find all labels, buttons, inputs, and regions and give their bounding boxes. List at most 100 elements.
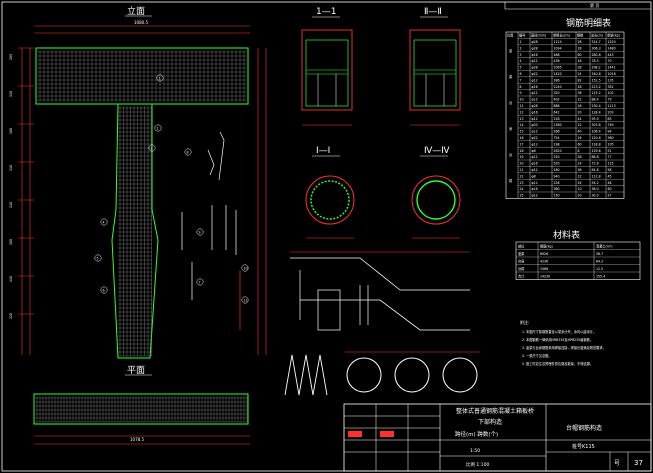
rebar-table-cell: φ22	[532, 72, 538, 76]
rebar-table-cell: 352	[608, 85, 614, 89]
rebar-table-cell: φ12	[532, 98, 538, 102]
bar-callout-label: 9	[199, 230, 201, 234]
rebar-table-cell: 45	[608, 174, 612, 178]
drawing-part: 下部构造	[478, 418, 502, 426]
rebar-table-cell: 226	[554, 181, 560, 185]
cap-beam	[35, 47, 249, 105]
rebar-table-cell: φ28	[532, 40, 538, 44]
view-title-section-3: Ⅰ—Ⅰ	[316, 146, 330, 156]
rebar-table-cell: 58	[608, 168, 612, 172]
rebar-table-cell: φ12	[532, 155, 538, 159]
rebar-table-cell: 36	[578, 91, 582, 95]
rebar-table-cell: 642	[554, 110, 560, 114]
rebar-table-cell: 886	[554, 104, 560, 108]
note-line: 5. 施工时应注意预埋件的位置及数量，不得遗漏。	[522, 361, 593, 366]
rebar-table-cell: 203	[608, 110, 614, 114]
section-4-circle	[411, 175, 461, 225]
rebar-table-cell: 24	[578, 181, 582, 185]
rebar-table-cell: φ12	[532, 142, 538, 146]
rebar-table-cell: 38.0	[592, 187, 599, 191]
rebar-table-cell: 1094	[554, 46, 562, 50]
rebar-table-cell: 520	[554, 162, 560, 166]
rebar-table-cell: 27	[608, 194, 612, 198]
rebar-table-cell: 340.8	[592, 72, 601, 76]
material-table-header: 部位	[518, 243, 525, 248]
rebar-table-cell: 22	[578, 98, 582, 102]
plan-slab	[33, 393, 249, 425]
rebar-table-cell: 24	[520, 187, 524, 191]
rebar-table-cell: φ8	[532, 149, 536, 153]
bar-callout-bubble	[156, 74, 164, 82]
rebar-table-cell: 3	[520, 53, 522, 57]
rebar-table-cell: φ12	[532, 117, 538, 121]
rebar-table-cell: 8	[520, 85, 522, 89]
view-title-section-4: Ⅳ—Ⅳ	[424, 146, 450, 156]
rebar-table-header: 直径(mm)	[531, 33, 546, 38]
rebar-table-cell: φ28	[532, 104, 538, 108]
rebar-table-cell: 1240	[554, 85, 562, 89]
rebar-table-cell: 303.6	[592, 123, 601, 127]
rebar-table-cell: 1	[520, 40, 522, 44]
rebar-table-cell: 16	[520, 136, 524, 140]
rebar-table-cell: 1065	[554, 66, 562, 70]
rebar-table-cell: 266	[554, 130, 560, 134]
rebar-table-cell: 150	[554, 194, 560, 198]
spiral-bar-detail	[284, 354, 328, 396]
rebar-table-cell: 72.8	[592, 162, 599, 166]
rebar-table-cell: 118.8	[592, 142, 601, 146]
rebar-table-cell: 128.4	[592, 110, 601, 114]
rebar-table-cell: 28	[578, 66, 582, 70]
rebar-table-cell: 298.2	[592, 66, 601, 70]
material-table-cell: 155.4	[596, 274, 605, 278]
rebar-table-cell: 1380	[554, 123, 562, 127]
rebar-table-cell: 70	[608, 59, 612, 63]
material-table-header: 钢筋(kg)	[540, 243, 553, 248]
bar-callout-label: 4	[103, 220, 105, 224]
note-line: 3. 盖梁与台身钢筋采用焊接连接，焊接长度满足规范要求。	[522, 345, 606, 350]
rebar-table-cell: 16	[578, 136, 582, 140]
bar-callout-label: 6	[103, 288, 105, 292]
bar-callout-bubble	[184, 148, 192, 156]
rebar-table-cell: 129.6	[592, 149, 601, 153]
material-table-title: 材料表	[553, 229, 580, 241]
rebar-group-label: 帽	[509, 178, 512, 183]
rebar-table-cell: φ20	[532, 123, 538, 127]
rebar-table-cell: 21	[520, 168, 524, 172]
bar-callout-bubble	[196, 228, 204, 236]
view-title-section-1: 1—1	[316, 7, 336, 17]
rebar-table-cell: 7	[520, 78, 522, 82]
rebar-table-header: 编号	[519, 33, 525, 38]
material-table-cell: 合计	[518, 273, 525, 278]
rebar-table-cell: 314.7	[592, 40, 601, 44]
rebar-table-cell: 17	[520, 142, 524, 146]
scale-2: 比例 1:100	[466, 461, 490, 468]
rebar-table-cell: φ16	[532, 187, 538, 191]
rebar-table-cell: 88.4	[592, 98, 599, 102]
rebar-table-cell: 1420	[554, 72, 562, 76]
material-table-cell: 4236	[540, 259, 548, 263]
bar-callout-label: 2	[157, 126, 159, 130]
rebar-table-cell: 1113	[608, 104, 616, 108]
rebar-table-cell: 54.2	[592, 181, 599, 185]
rebar-table-cell: 95.9	[592, 117, 599, 121]
rebar-table-header: 重量(kg)	[607, 33, 620, 38]
rebar-table-cell: 436	[554, 59, 560, 63]
bar-callout-bubble	[241, 264, 249, 272]
rebar-table-cell: 79	[608, 98, 612, 102]
rebar-table-cell: φ12	[532, 91, 538, 95]
rebar-table-cell: 20	[578, 110, 582, 114]
rebar-table-cell: 310	[554, 155, 560, 159]
rebar-table-cell: 1124	[554, 40, 562, 44]
rebar-table-cell: 77	[608, 155, 612, 159]
rebar-table-cell: 26	[578, 104, 582, 108]
pier-stem	[111, 103, 159, 359]
rebar-table-cell: 135	[608, 78, 614, 82]
material-table-cell: 58.7	[596, 252, 603, 256]
bar-callout-label: 1	[159, 76, 161, 80]
rebar-table-cell: φ16	[532, 85, 538, 89]
rebar-table-cell: 44	[578, 117, 582, 121]
rebar-table-cell: 9	[520, 91, 522, 95]
bar-callout-label: 11	[244, 298, 248, 302]
